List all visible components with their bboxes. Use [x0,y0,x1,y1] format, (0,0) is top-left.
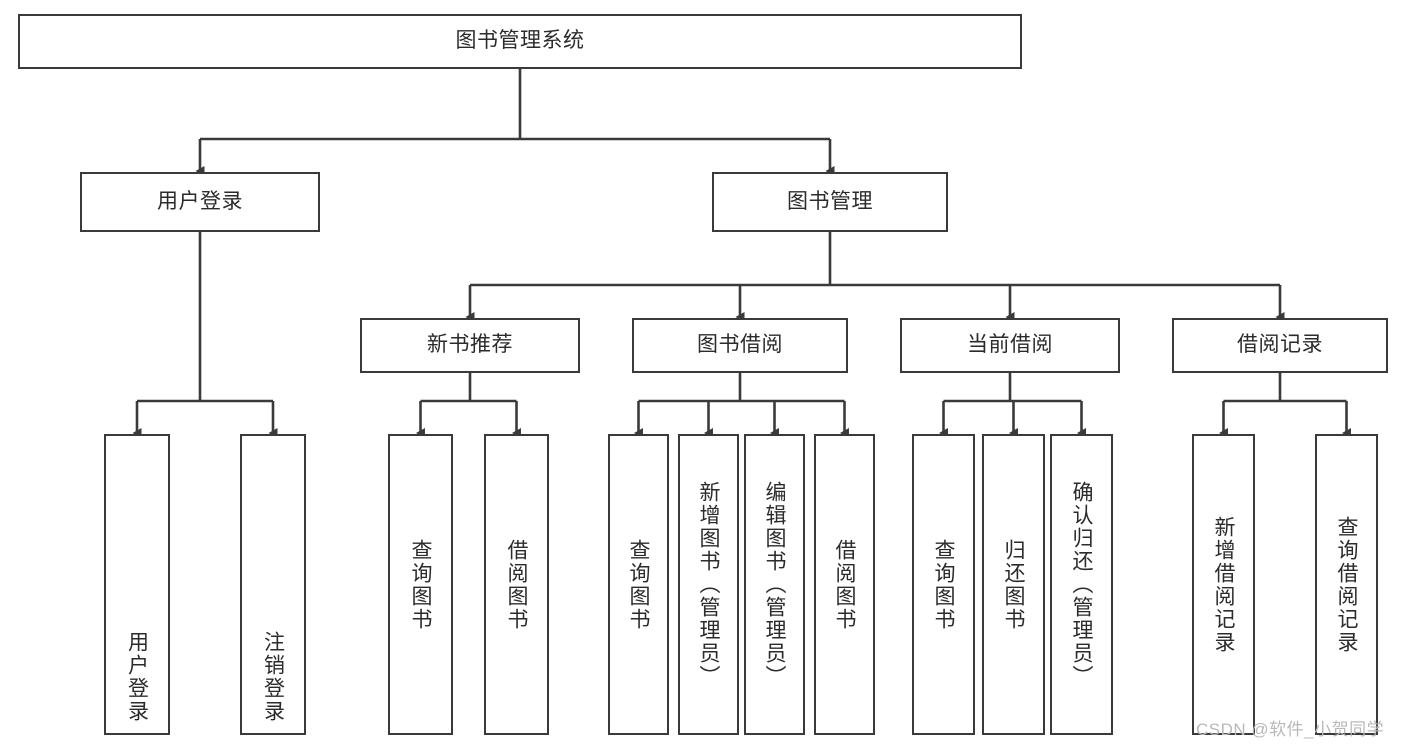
node-leaf-user-login-label: 用户登录 [125,631,149,723]
node-leaf-user-logout-label: 注销登录 [261,631,285,723]
node-book-borrow-label: 图书借阅 [697,333,783,357]
node-leaf-borrow-book-1[interactable]: 借阅图书 [484,434,549,735]
node-borrow-record-label: 借阅记录 [1237,333,1323,357]
node-book-manage[interactable]: 图书管理 [712,172,948,232]
node-user-login[interactable]: 用户登录 [80,172,320,232]
node-leaf-edit-book[interactable]: 编辑图书（管理员） [744,434,805,735]
node-root-label: 图书管理系统 [455,29,585,53]
node-leaf-add-record[interactable]: 新增借阅记录 [1192,434,1255,735]
node-leaf-confirm-return-label: 确认归还（管理员） [1070,481,1093,688]
node-leaf-query-book-1[interactable]: 查询图书 [388,434,453,735]
node-leaf-query-book-2-label: 查询图书 [627,538,650,631]
node-current-borrow[interactable]: 当前借阅 [900,318,1120,373]
node-leaf-query-book-1-label: 查询图书 [409,538,432,631]
node-leaf-edit-book-label: 编辑图书（管理员） [763,481,786,688]
node-book-borrow[interactable]: 图书借阅 [632,318,848,373]
node-leaf-add-book-label: 新增图书（管理员） [697,481,720,688]
node-leaf-borrow-book-2[interactable]: 借阅图书 [814,434,875,735]
node-leaf-borrow-book-1-label: 借阅图书 [505,538,528,631]
node-leaf-query-book-3[interactable]: 查询图书 [912,434,975,735]
node-leaf-return-book[interactable]: 归还图书 [982,434,1045,735]
node-leaf-confirm-return[interactable]: 确认归还（管理员） [1050,434,1113,735]
node-leaf-add-book[interactable]: 新增图书（管理员） [678,434,739,735]
node-book-manage-label: 图书管理 [787,189,873,213]
node-leaf-add-record-label: 新增借阅记录 [1212,515,1235,654]
node-user-login-label: 用户登录 [157,189,243,213]
node-current-borrow-label: 当前借阅 [967,333,1053,357]
node-new-book-recommend[interactable]: 新书推荐 [360,318,580,373]
node-leaf-user-login[interactable]: 用户登录 [104,434,170,735]
node-leaf-borrow-book-2-label: 借阅图书 [833,538,856,631]
node-new-book-recommend-label: 新书推荐 [427,333,513,357]
csdn-watermark: CSDN @软件_小贺同学 [1196,720,1385,739]
node-root[interactable]: 图书管理系统 [18,14,1022,69]
node-leaf-query-record[interactable]: 查询借阅记录 [1315,434,1378,735]
node-borrow-record[interactable]: 借阅记录 [1172,318,1388,373]
node-leaf-query-record-label: 查询借阅记录 [1335,515,1358,654]
node-leaf-user-logout[interactable]: 注销登录 [240,434,306,735]
node-leaf-query-book-2[interactable]: 查询图书 [608,434,669,735]
node-leaf-return-book-label: 归还图书 [1002,538,1025,631]
node-leaf-query-book-3-label: 查询图书 [932,538,955,631]
